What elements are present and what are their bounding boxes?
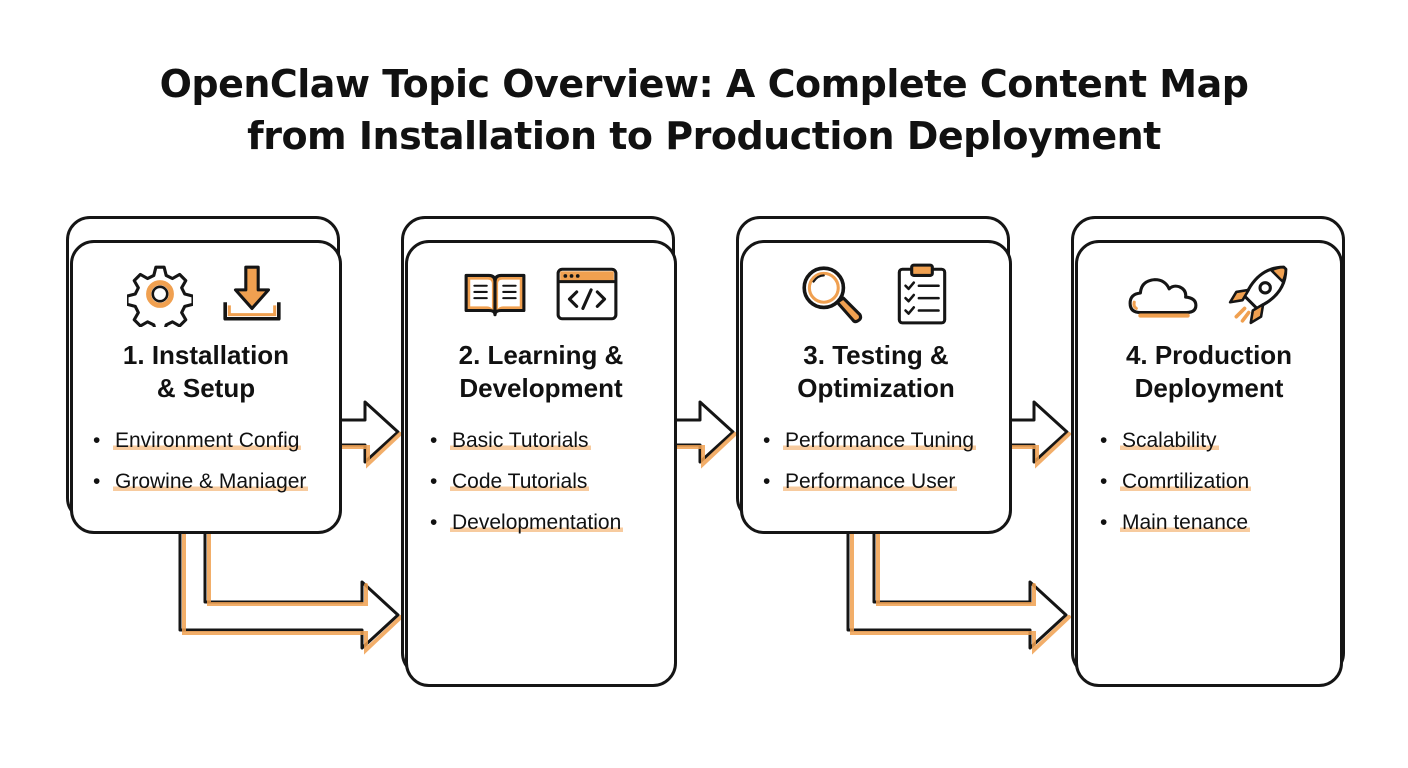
rocket-icon (1228, 265, 1288, 325)
title-line-1: OpenClaw Topic Overview: A Complete Cont… (159, 62, 1249, 106)
checklist-icon (897, 263, 947, 325)
magnifier-icon (802, 266, 863, 324)
title-line-2: from Installation to Production Deployme… (247, 114, 1161, 158)
download-icon (223, 265, 281, 321)
gear-icon (127, 265, 193, 327)
elbow-arrow-1-to-2 (178, 520, 400, 650)
open-book-icon (464, 273, 526, 317)
list-item: Scalability (1100, 429, 1251, 470)
list-item: Main tenance (1100, 511, 1251, 552)
list-item: Growine & Maniager (93, 470, 309, 511)
elbow-arrow-3-to-4 (846, 520, 1068, 650)
cloud-icon (1128, 278, 1198, 318)
list-item: Performance Tuning (763, 429, 977, 470)
card-title: 3. Testing & Optimization (797, 340, 955, 403)
card-panel: 2. Learning & Development Basic Tutorial… (405, 240, 677, 687)
diagram-title: OpenClaw Topic Overview: A Complete Cont… (0, 58, 1408, 162)
card-panel: 3. Testing & Optimization Performance Tu… (740, 240, 1012, 534)
card-production-deployment: 4. Production Deployment Scalability Com… (1071, 216, 1351, 687)
card-title: 4. Production Deployment (1125, 340, 1293, 403)
item-list: Environment Config Growine & Maniager (93, 429, 309, 511)
card-learning-development: 2. Learning & Development Basic Tutorial… (401, 216, 681, 687)
list-item: Performance User (763, 470, 976, 511)
card-title: 2. Learning & Development (458, 340, 624, 403)
list-item: Comrtilization (1100, 470, 1252, 511)
code-window-icon (556, 267, 618, 321)
list-item: Developmentation (430, 511, 624, 552)
item-list: Scalability Comrtilization Main tenance (1100, 429, 1252, 552)
card-panel: 4. Production Deployment Scalability Com… (1075, 240, 1343, 687)
card-title: 1. Installation & Setup (122, 340, 290, 403)
list-item: Basic Tutorials (430, 429, 623, 470)
list-item: Code Tutorials (430, 470, 623, 511)
item-list: Performance Tuning Performance User (763, 429, 977, 511)
list-item: Environment Config (93, 429, 308, 470)
card-installation-setup: 1. Installation & Setup Environment Conf… (66, 216, 346, 536)
card-testing-optimization: 3. Testing & Optimization Performance Tu… (736, 216, 1016, 536)
card-panel: 1. Installation & Setup Environment Conf… (70, 240, 342, 534)
item-list: Basic Tutorials Code Tutorials Developme… (430, 429, 624, 552)
